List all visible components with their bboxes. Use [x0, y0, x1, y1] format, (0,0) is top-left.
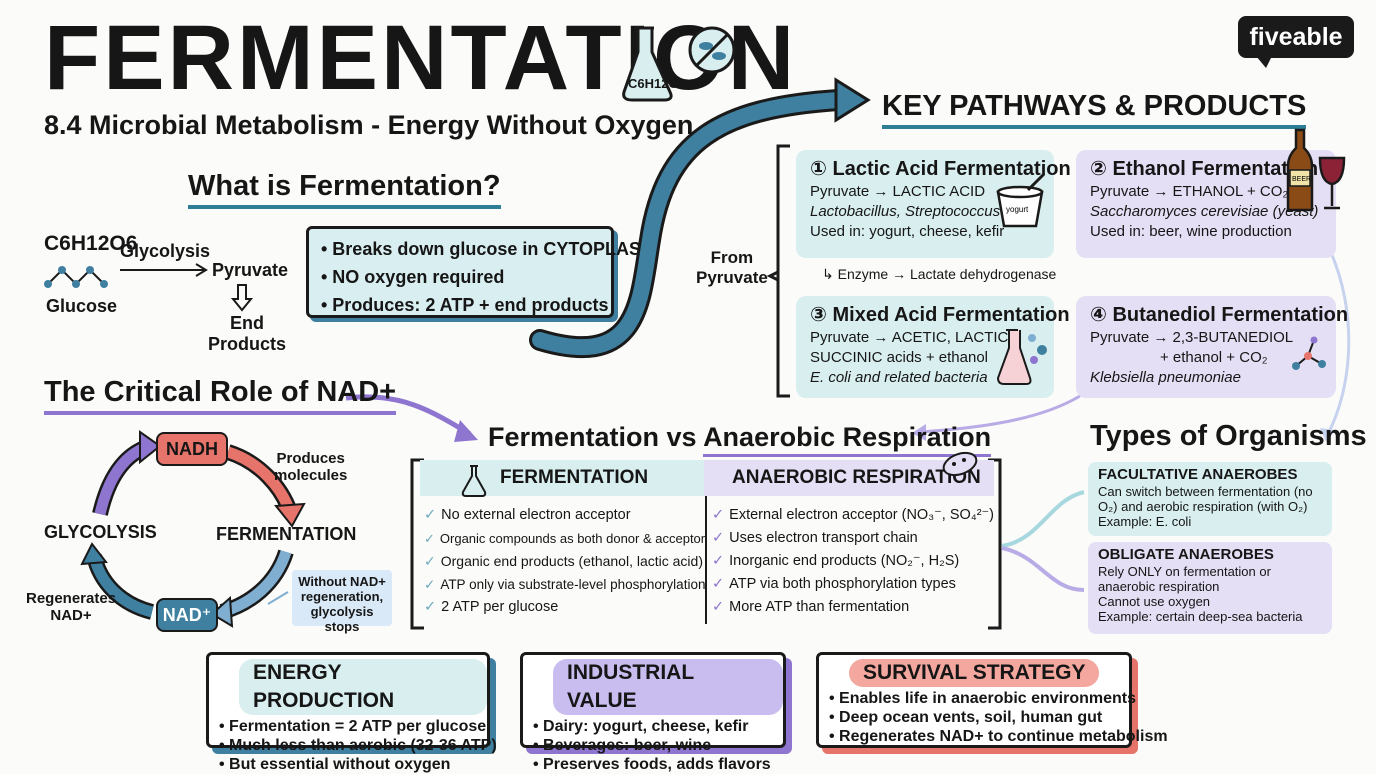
anaerobic-row: ✓More ATP than fermentation	[712, 599, 910, 615]
beaker-drops-icon	[996, 329, 1047, 385]
fermentation-row: ✓2 ATP per glucose	[424, 599, 559, 615]
glycolysis-node: GLYCOLYSIS	[44, 522, 157, 542]
energy-production-box: ENERGY PRODUCTION • Fermentation = 2 ATP…	[206, 652, 497, 773]
organisms-heading: Types of Organisms	[1090, 420, 1367, 452]
regenerates-note: Regenerates NAD+	[26, 590, 117, 624]
comparison-table: FERMENTATION ANAEROBIC RESPIRATION ✓No e…	[412, 451, 1000, 628]
without-nad-note: Without NAD+ regeneration, glycolysis st…	[292, 570, 392, 634]
summary-point: • Produces: 2 ATP + end products	[321, 295, 609, 315]
page-subtitle: 8.4 Microbial Metabolism - Energy Withou…	[44, 110, 694, 140]
arrow-right-icon	[120, 263, 208, 277]
end-products-label: End Products	[208, 313, 287, 354]
fermentation-row: ✓Organic compounds as both donor & accep…	[424, 531, 706, 546]
nadh-node: NADH	[156, 432, 228, 466]
anaerobic-row: ✓Uses electron transport chain	[712, 530, 918, 546]
flask-small-icon	[461, 465, 487, 497]
survival-strategy-box: SURVIVAL STRATEGY • Enables life in anae…	[816, 652, 1168, 748]
butanediol-card: ④ Butanediol Fermentation Pyruvate → 2,3…	[1076, 296, 1348, 398]
summary-point: • NO oxygen required	[321, 267, 505, 287]
bacterium-icon	[942, 451, 978, 477]
summary-point: • Breaks down glucose in CYTOPLASM	[321, 239, 657, 259]
comparison-heading: Fermentation vs Anaerobic Respiration	[488, 422, 992, 457]
beer-wine-icon: BEER	[1286, 128, 1346, 212]
fermentation-node: FERMENTATION	[216, 524, 357, 544]
produces-note: Produces molecules	[274, 450, 348, 484]
from-pyruvate-label: From Pyruvate	[696, 248, 768, 288]
what-is-heading: What is Fermentation?	[188, 172, 501, 209]
enzyme-note: ↳ Enzyme → Lactate dehydrogenase	[822, 266, 1057, 282]
key-pathways-heading: KEY PATHWAYS & PRODUCTS	[882, 92, 1307, 129]
flask-formula: C6H12O6	[628, 76, 686, 91]
obligate-anaerobes-card: OBLIGATE ANAEROBES Rely ONLY on fermenta…	[1088, 542, 1332, 634]
anaerobic-column-header: ANAEROBIC RESPIRATION	[704, 460, 994, 496]
arrow-down-icon	[230, 284, 254, 312]
lactic-acid-card: ① Lactic Acid Fermentation Pyruvate → LA…	[796, 150, 1071, 258]
anaerobic-row: ✓Inorganic end products (NO₂⁻, H₂S)	[712, 553, 960, 569]
pyruvate-label: Pyruvate	[212, 260, 289, 280]
fermentation-row: ✓Organic end products (ethanol, lactic a…	[424, 553, 703, 569]
fermentation-row: ✓No external electron acceptor	[424, 507, 631, 523]
nad-role-heading: The Critical Role of NAD+	[44, 378, 397, 415]
glucose-formula: C6H12O6	[44, 232, 138, 255]
industrial-value-box: INDUSTRIAL VALUE • Dairy: yogurt, cheese…	[520, 652, 786, 773]
what-is-summary-box: • Breaks down glucose in CYTOPLASM • NO …	[306, 226, 657, 318]
mixed-acid-card: ③ Mixed Acid Fermentation Pyruvate → ACE…	[796, 296, 1070, 398]
fiveable-logo[interactable]: fiveable	[1238, 16, 1354, 68]
molecule-icon	[1292, 336, 1326, 370]
glucose-molecule-icon	[44, 266, 108, 288]
facultative-anaerobes-card: FACULTATIVE ANAEROBES Can switch between…	[1088, 462, 1332, 536]
flask-icon	[622, 26, 736, 102]
nad-plus-node: NAD⁺	[156, 598, 218, 632]
svg-text:BEER: BEER	[1292, 176, 1311, 183]
fermentation-row: ✓ATP only via substrate-level phosphoryl…	[424, 577, 706, 592]
anaerobic-row: ✓External electron acceptor (NO₃⁻, SO₄²⁻…	[712, 507, 995, 523]
glycolysis-label: Glycolysis	[120, 241, 211, 261]
anaerobic-row: ✓ATP via both phosphorylation types	[712, 576, 956, 592]
glucose-label: Glucose	[46, 296, 118, 316]
yogurt-cup-icon: yogurt	[996, 172, 1046, 228]
svg-text:yogurt: yogurt	[1006, 205, 1029, 214]
